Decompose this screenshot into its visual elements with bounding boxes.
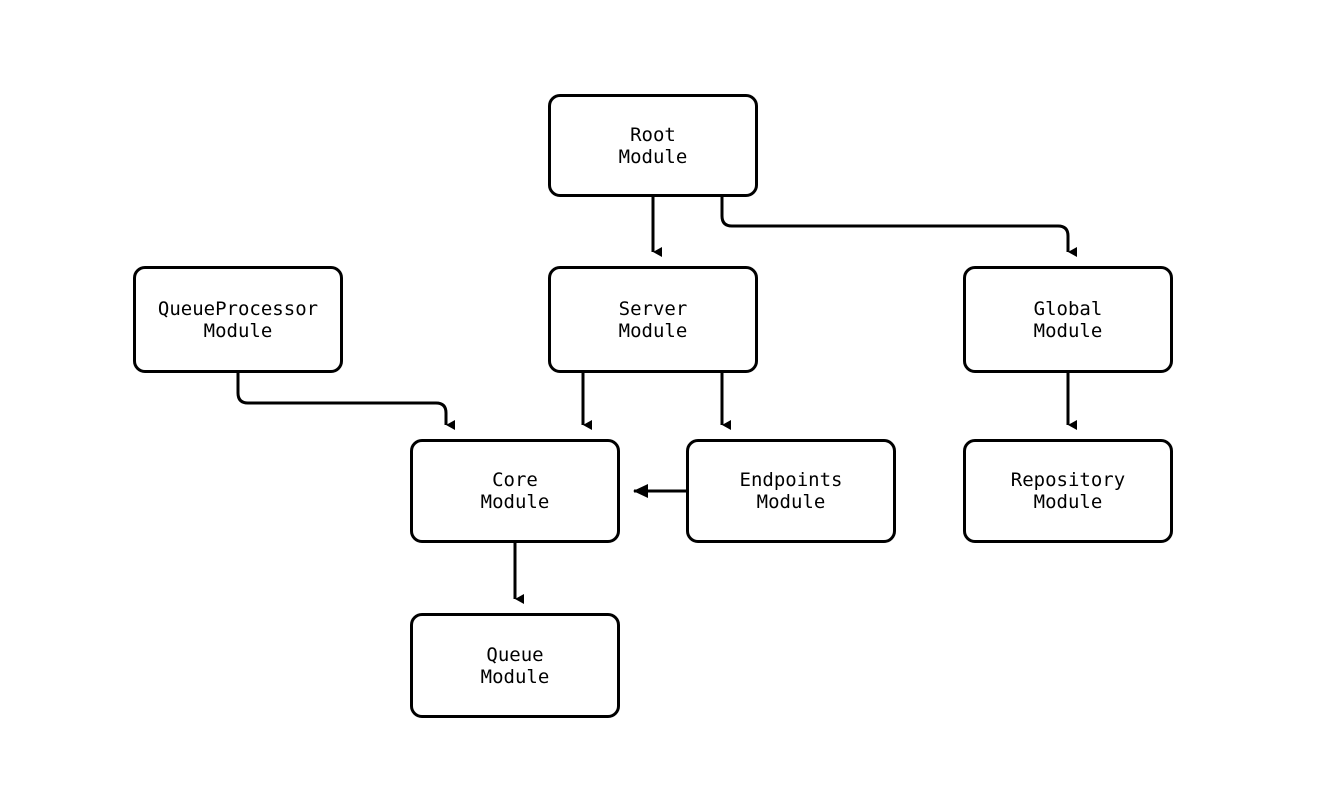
node-global-module[interactable]: Global Module: [963, 266, 1173, 373]
node-repository-module[interactable]: Repository Module: [963, 439, 1173, 543]
edge-root-to-global: [720, 197, 1077, 257]
node-label: Server Module: [618, 297, 688, 342]
node-endpoints-module[interactable]: Endpoints Module: [686, 439, 896, 543]
node-label: Root Module: [618, 123, 688, 168]
node-label: QueueProcessor Module: [157, 297, 319, 342]
node-queue-module[interactable]: Queue Module: [410, 613, 620, 718]
node-server-module[interactable]: Server Module: [548, 266, 758, 373]
node-label: Queue Module: [480, 643, 550, 688]
node-label: Repository Module: [1010, 469, 1126, 513]
edge-queueprocessor-to-core: [236, 373, 455, 430]
node-label: Endpoints Module: [739, 469, 843, 513]
node-core-module[interactable]: Core Module: [410, 439, 620, 543]
node-queueprocessor-module[interactable]: QueueProcessor Module: [133, 266, 343, 373]
node-label: Core Module: [480, 469, 550, 513]
node-label: Global Module: [1033, 297, 1103, 342]
node-root-module[interactable]: Root Module: [548, 94, 758, 197]
